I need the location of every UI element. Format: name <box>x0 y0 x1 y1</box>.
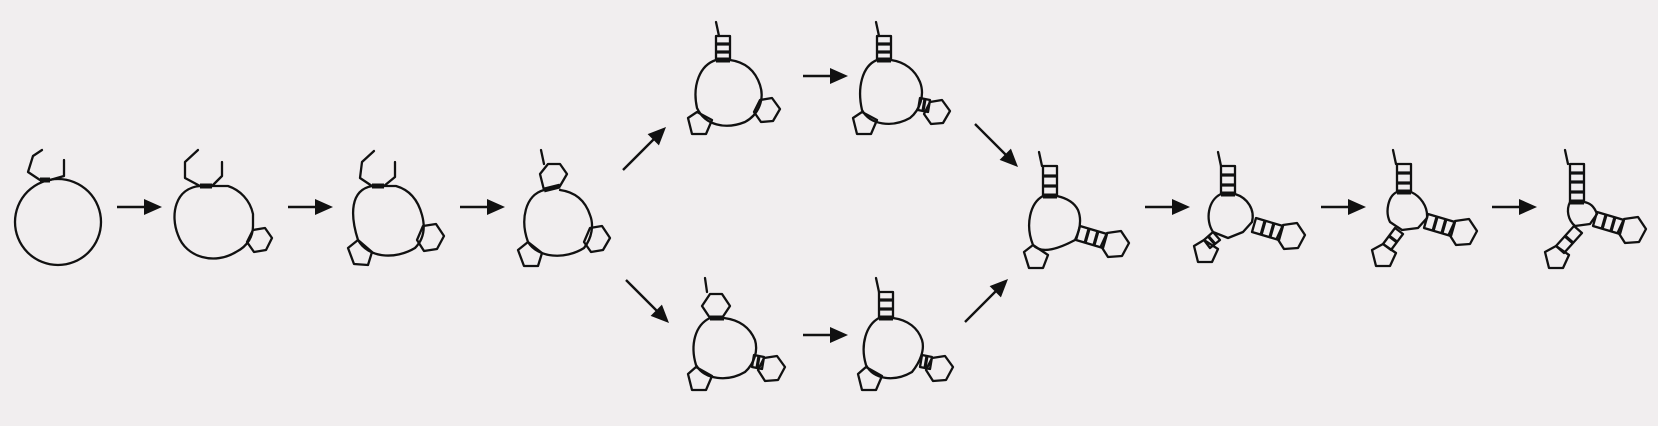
upper-stage-6-two-stems <box>851 20 952 136</box>
arrow-upper-merge <box>974 123 1024 173</box>
arrow-2 <box>288 199 333 215</box>
arrow-1 <box>117 199 162 215</box>
upper-stage-5-stem-formed <box>686 20 782 136</box>
stage-1-open-loop <box>13 148 103 267</box>
arrow-lower-5-6 <box>803 327 848 343</box>
stage-10-final-fold <box>1543 148 1648 270</box>
stage-2-loop-hexagon-forming <box>173 148 274 260</box>
stage-3-loop-pentagon-hexagon <box>346 149 446 267</box>
stage-9-extended-stems <box>1370 148 1479 268</box>
arrow-3 <box>460 199 505 215</box>
arrow-8-9 <box>1321 199 1366 215</box>
arrow-9-10 <box>1492 199 1537 215</box>
stage-7-merged-structure <box>1022 150 1131 270</box>
lower-stage-5-hexagon-stem <box>686 276 787 392</box>
stage-4-branch-point <box>516 148 612 268</box>
arrow-7-8 <box>1145 199 1190 215</box>
arrow-upper-branch <box>622 121 672 171</box>
arrow-lower-merge <box>964 273 1014 323</box>
lower-stage-6-two-stems <box>856 276 955 392</box>
arrow-lower-branch <box>625 279 675 329</box>
stage-8-three-way-junction <box>1192 150 1307 264</box>
arrow-upper-5-6 <box>803 68 848 84</box>
